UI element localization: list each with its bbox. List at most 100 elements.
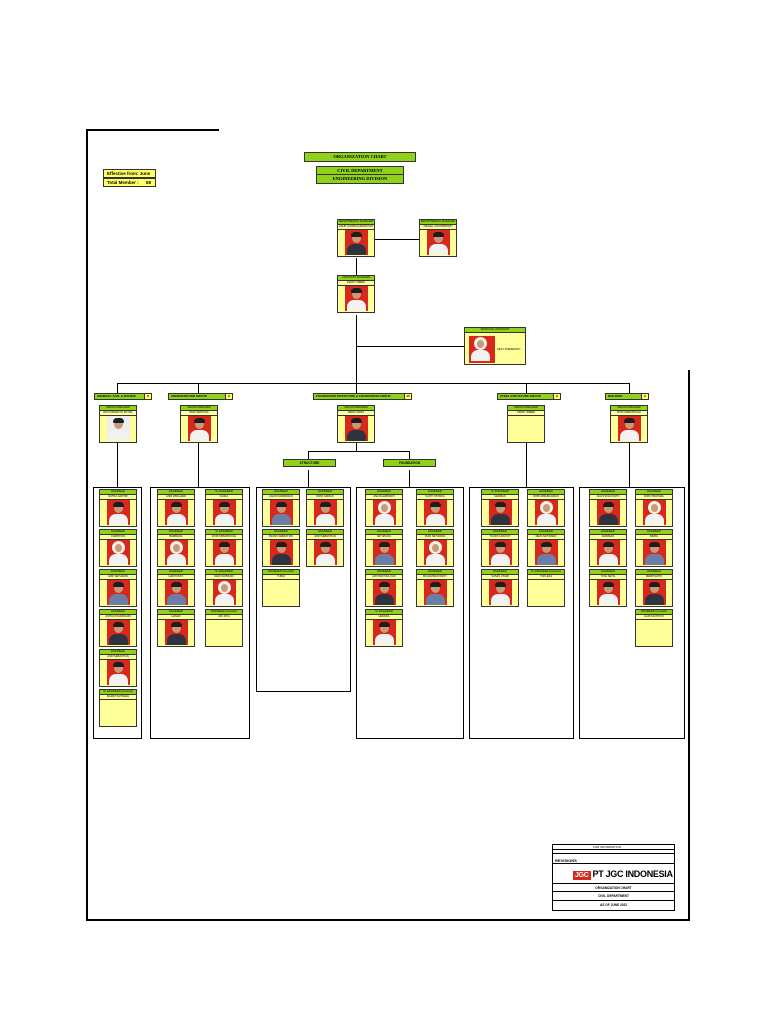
card-name: SANTI OKTAVIA [417,495,453,500]
company-name: PT JGC INDONESIA [592,869,674,879]
group-leader-card[interactable]: GROUP MANAGER BUDI ADRIANSYAH [610,405,648,443]
card-role: ENGINEER [100,570,136,575]
group-leader-card[interactable]: GROUP MANAGER SEDHI ARISA [337,405,375,443]
card-role: ENGINEER [307,530,343,535]
connector [356,315,357,383]
tb-revisions: REVISIONS [555,858,577,863]
card-name: HENDRA [366,615,402,620]
card-name: TEDDY SIBERI [338,281,374,286]
card-name: RIKI SISWANTO PUTRA [100,411,136,416]
card-role: ENGINEER [100,490,136,495]
card-role: ENGINEER [158,530,194,535]
person-photo [270,540,293,565]
person-photo [107,540,130,565]
connector [198,383,199,393]
card-role: ENGINEER [158,490,194,495]
doc-title: ORGANIZATION CHART [595,886,632,890]
card-role: ENGINEER [528,490,564,495]
subgroup-structure: STRUCTURE [283,459,336,467]
group-name: BUILDING [608,394,623,398]
member-card[interactable]: Sr. ENGINEER (Contract)MAMAT SUTAMAH [99,689,137,727]
card-name: TAUFIK HIDAYAT [482,535,518,540]
group-leader-card[interactable]: GROUP MANAGER TEDDY SIBERI [507,405,545,443]
manager-card[interactable]: DEPARTMENTAL MANAGER ADHIT NURRACHMANSYA… [337,219,375,257]
card-role: ENGINEER (Contract) [636,610,672,615]
card-role: ENGINEER [158,610,194,615]
secretary-card[interactable]: PERSONAL ASSISTANT DESY POERWANTI [464,327,526,365]
person-photo [165,580,188,605]
person-photo [597,540,620,565]
card-role: GROUP MANAGER [338,406,374,411]
card-role: ENGINEER [307,490,343,495]
person-photo [373,580,396,605]
team-panel-underground [150,487,250,739]
group-leader-card[interactable]: GROUP MANAGER RUDI SENTANA [180,405,218,443]
card-role: ENGINEER [482,530,518,535]
connector [308,451,309,459]
assistant-manager-card[interactable]: DEPARTMENTAL MANAGER MICHEL JOKOWIBOWO [419,219,457,257]
card-name: RATNA SAFITRI [100,495,136,500]
member-card[interactable]: ENGINEER (Contract)YUDHI [262,569,300,607]
card-role: ENGINEER [590,570,626,575]
card-name: RUDI SETIAWAN [417,535,453,540]
card-role: ENGINEER [100,530,136,535]
person-photo [345,416,368,441]
group-count: 15 [404,394,411,399]
person-photo [345,230,368,255]
card-name: FRANS SEBASTIAN [263,535,299,540]
group-count: 9 [553,394,560,399]
card-name: ARIF SETIAWAN [100,575,136,580]
member-card[interactable]: ENGINEER (Contract)HARI SANTOSO [635,609,673,647]
chief-card[interactable]: ASSISTANT MANAGER TEDDY SIBERI [337,275,375,313]
card-role: ENGINEER [590,490,626,495]
connector [308,470,309,487]
person-photo [107,620,130,645]
member-card[interactable]: ENGINEER (Contract)ADI JAYA [205,609,243,647]
member-card[interactable]: Sr. ENGINEER (Contract)YUDI EKA [527,569,565,607]
group-leader-card[interactable]: GROUP MANAGER RIKI SISWANTO PUTRA [99,405,137,443]
person-photo [165,540,188,565]
card-name: SUSAN UTAMI [482,575,518,580]
card-name: ANA RAHMAWATI [366,495,402,500]
card-name: ARI WIJAYA [366,535,402,540]
card-name: DESY POERWANTI [497,348,521,351]
card-role: DEPARTMENTAL MANAGER [420,220,456,225]
card-role: ENGINEER [417,570,453,575]
